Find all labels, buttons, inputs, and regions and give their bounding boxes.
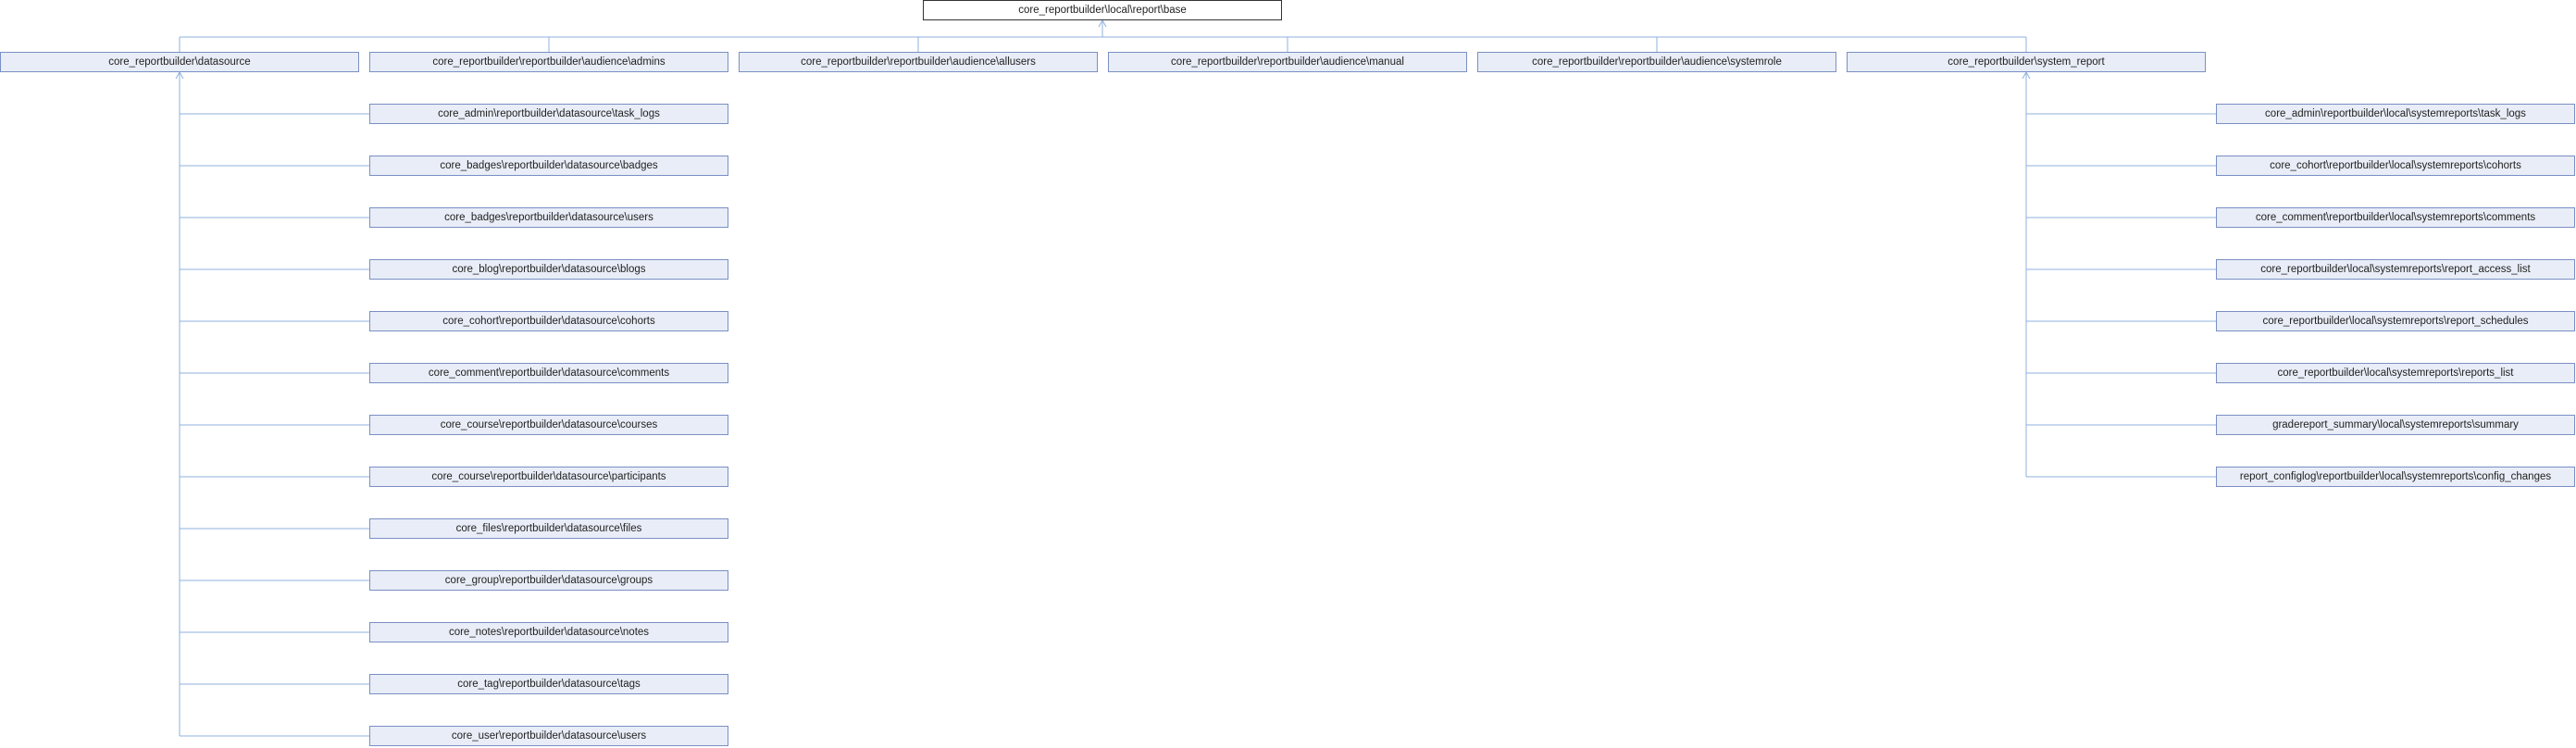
system-report-arrowhead [2022, 70, 2031, 80]
datasource-child-node[interactable]: core_user\reportbuilder\datasource\users [369, 726, 728, 746]
datasource-child-node[interactable]: core_admin\reportbuilder\datasource\task… [369, 104, 728, 124]
root-arrowhead [1098, 19, 1107, 28]
level1-node-audience-systemrole[interactable]: core_reportbuilder\reportbuilder\audienc… [1477, 52, 1836, 72]
level1-node-audience-allusers[interactable]: core_reportbuilder\reportbuilder\audienc… [739, 52, 1098, 72]
level1-node-audience-manual[interactable]: core_reportbuilder\reportbuilder\audienc… [1108, 52, 1467, 72]
system-report-child-node[interactable]: core_cohort\reportbuilder\local\systemre… [2216, 156, 2575, 176]
datasource-child-node[interactable]: core_badges\reportbuilder\datasource\bad… [369, 156, 728, 176]
datasource-child-node[interactable]: core_group\reportbuilder\datasource\grou… [369, 570, 728, 591]
system-report-child-node[interactable]: report_configlog\reportbuilder\local\sys… [2216, 467, 2575, 487]
level1-node-datasource[interactable]: core_reportbuilder\datasource [0, 52, 359, 72]
datasource-child-node[interactable]: core_badges\reportbuilder\datasource\use… [369, 207, 728, 228]
system-report-child-node[interactable]: gradereport_summary\local\systemreports\… [2216, 415, 2575, 435]
datasource-child-node[interactable]: core_cohort\reportbuilder\datasource\coh… [369, 311, 728, 331]
system-report-child-node[interactable]: core_comment\reportbuilder\local\systemr… [2216, 207, 2575, 228]
system-report-child-node[interactable]: core_reportbuilder\local\systemreports\r… [2216, 311, 2575, 331]
datasource-arrowhead [175, 70, 184, 80]
datasource-child-node[interactable]: core_comment\reportbuilder\datasource\co… [369, 363, 728, 383]
level1-node-system-report[interactable]: core_reportbuilder\system_report [1847, 52, 2206, 72]
datasource-child-node[interactable]: core_tag\reportbuilder\datasource\tags [369, 674, 728, 694]
system-report-child-node[interactable]: core_reportbuilder\local\systemreports\r… [2216, 363, 2575, 383]
datasource-child-node[interactable]: core_files\reportbuilder\datasource\file… [369, 518, 728, 539]
system-report-child-node[interactable]: core_reportbuilder\local\systemreports\r… [2216, 259, 2575, 280]
level1-node-audience-admins[interactable]: core_reportbuilder\reportbuilder\audienc… [369, 52, 728, 72]
datasource-child-node[interactable]: core_notes\reportbuilder\datasource\note… [369, 622, 728, 642]
datasource-child-node[interactable]: core_course\reportbuilder\datasource\cou… [369, 415, 728, 435]
datasource-child-node[interactable]: core_blog\reportbuilder\datasource\blogs [369, 259, 728, 280]
root-class-node[interactable]: core_reportbuilder\local\report\base [923, 0, 1282, 20]
datasource-child-node[interactable]: core_course\reportbuilder\datasource\par… [369, 467, 728, 487]
system-report-child-node[interactable]: core_admin\reportbuilder\local\systemrep… [2216, 104, 2575, 124]
